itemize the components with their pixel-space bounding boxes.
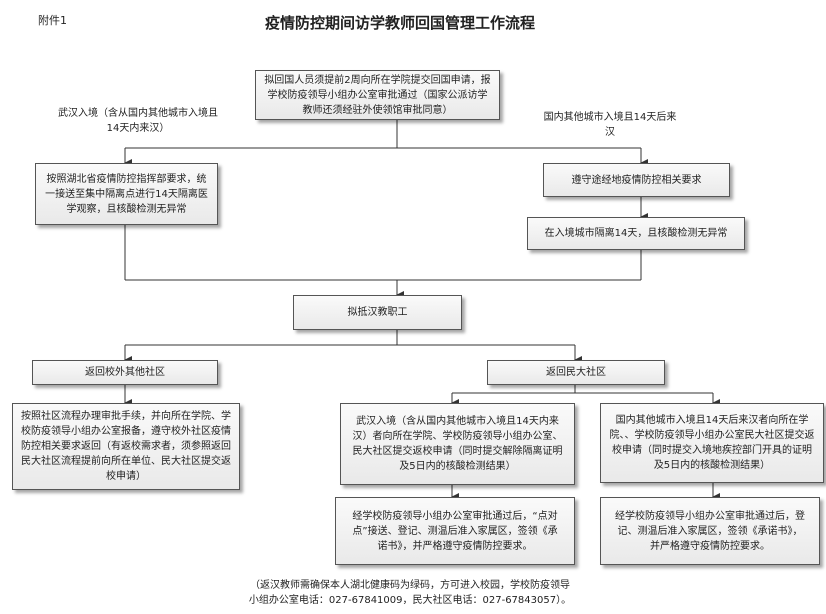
- node-wuhan-quarantine: 按照湖北省疫情防控指挥部要求，统一接送至集中隔离点进行14天隔离医学观察，且核酸…: [35, 163, 218, 225]
- node-campus-other: 国内其他城市入境且14天后来汉者向所在学院、、学校防疫领导小组办公室民大社区提交…: [600, 403, 824, 483]
- branch-wuhan-label: 武汉入境（含从国内其他城市入境且14天内来汉）: [58, 108, 218, 134]
- node-arrive: 拟抵汉教职工: [293, 295, 462, 330]
- branch-other-label: 国内其他城市入境且14天后来汉: [543, 112, 677, 138]
- node-apply: 拟回国人员须提前2周向所在学院提交回国申请，报学校防疫领导小组办公室审批通过（国…: [255, 70, 500, 120]
- node-campus-wuhan-approved: 经学校防疫领导小组办公室审批通过后，“点对点”接送、登记、测温后准入家属区，签领…: [335, 497, 575, 565]
- page-title: 疫情防控期间访学教师回国管理工作流程: [264, 14, 535, 32]
- node-return-outside: 返回校外其他社区: [32, 360, 218, 385]
- node-campus-wuhan: 武汉入境（含从国内其他城市入境且14天内来汉）者向所在学院、学校防疫领导小组办公…: [340, 403, 575, 485]
- footnote-line2: 小组办公室电话：027-67841009，民大社区电话：027-67843057…: [248, 595, 572, 606]
- node-other-quarantine: 在入境城市隔离14天，且核酸检测无异常: [527, 217, 745, 250]
- node-other-follow: 遵守途经地疫情防控相关要求: [543, 163, 730, 197]
- footnote-line1: （返汉教师需确保本人湖北健康码为绿码，方可进入校园，学校防疫领导: [250, 580, 570, 591]
- attachment-label: 附件1: [38, 14, 67, 27]
- node-campus-other-approved: 经学校防疫领导小组办公室审批通过后，登记、测温后准入家属区，签领《承诺书》，并严…: [600, 497, 820, 565]
- node-return-campus: 返回民大社区: [487, 360, 665, 385]
- node-outside-detail: 按照社区流程办理审批手续，并向所在学院、学校防疫领导小组办公室报备，遵守校外社区…: [12, 403, 240, 490]
- footnote: （返汉教师需确保本人湖北健康码为绿码，方可进入校园，学校防疫领导 小组办公室电话…: [200, 578, 620, 608]
